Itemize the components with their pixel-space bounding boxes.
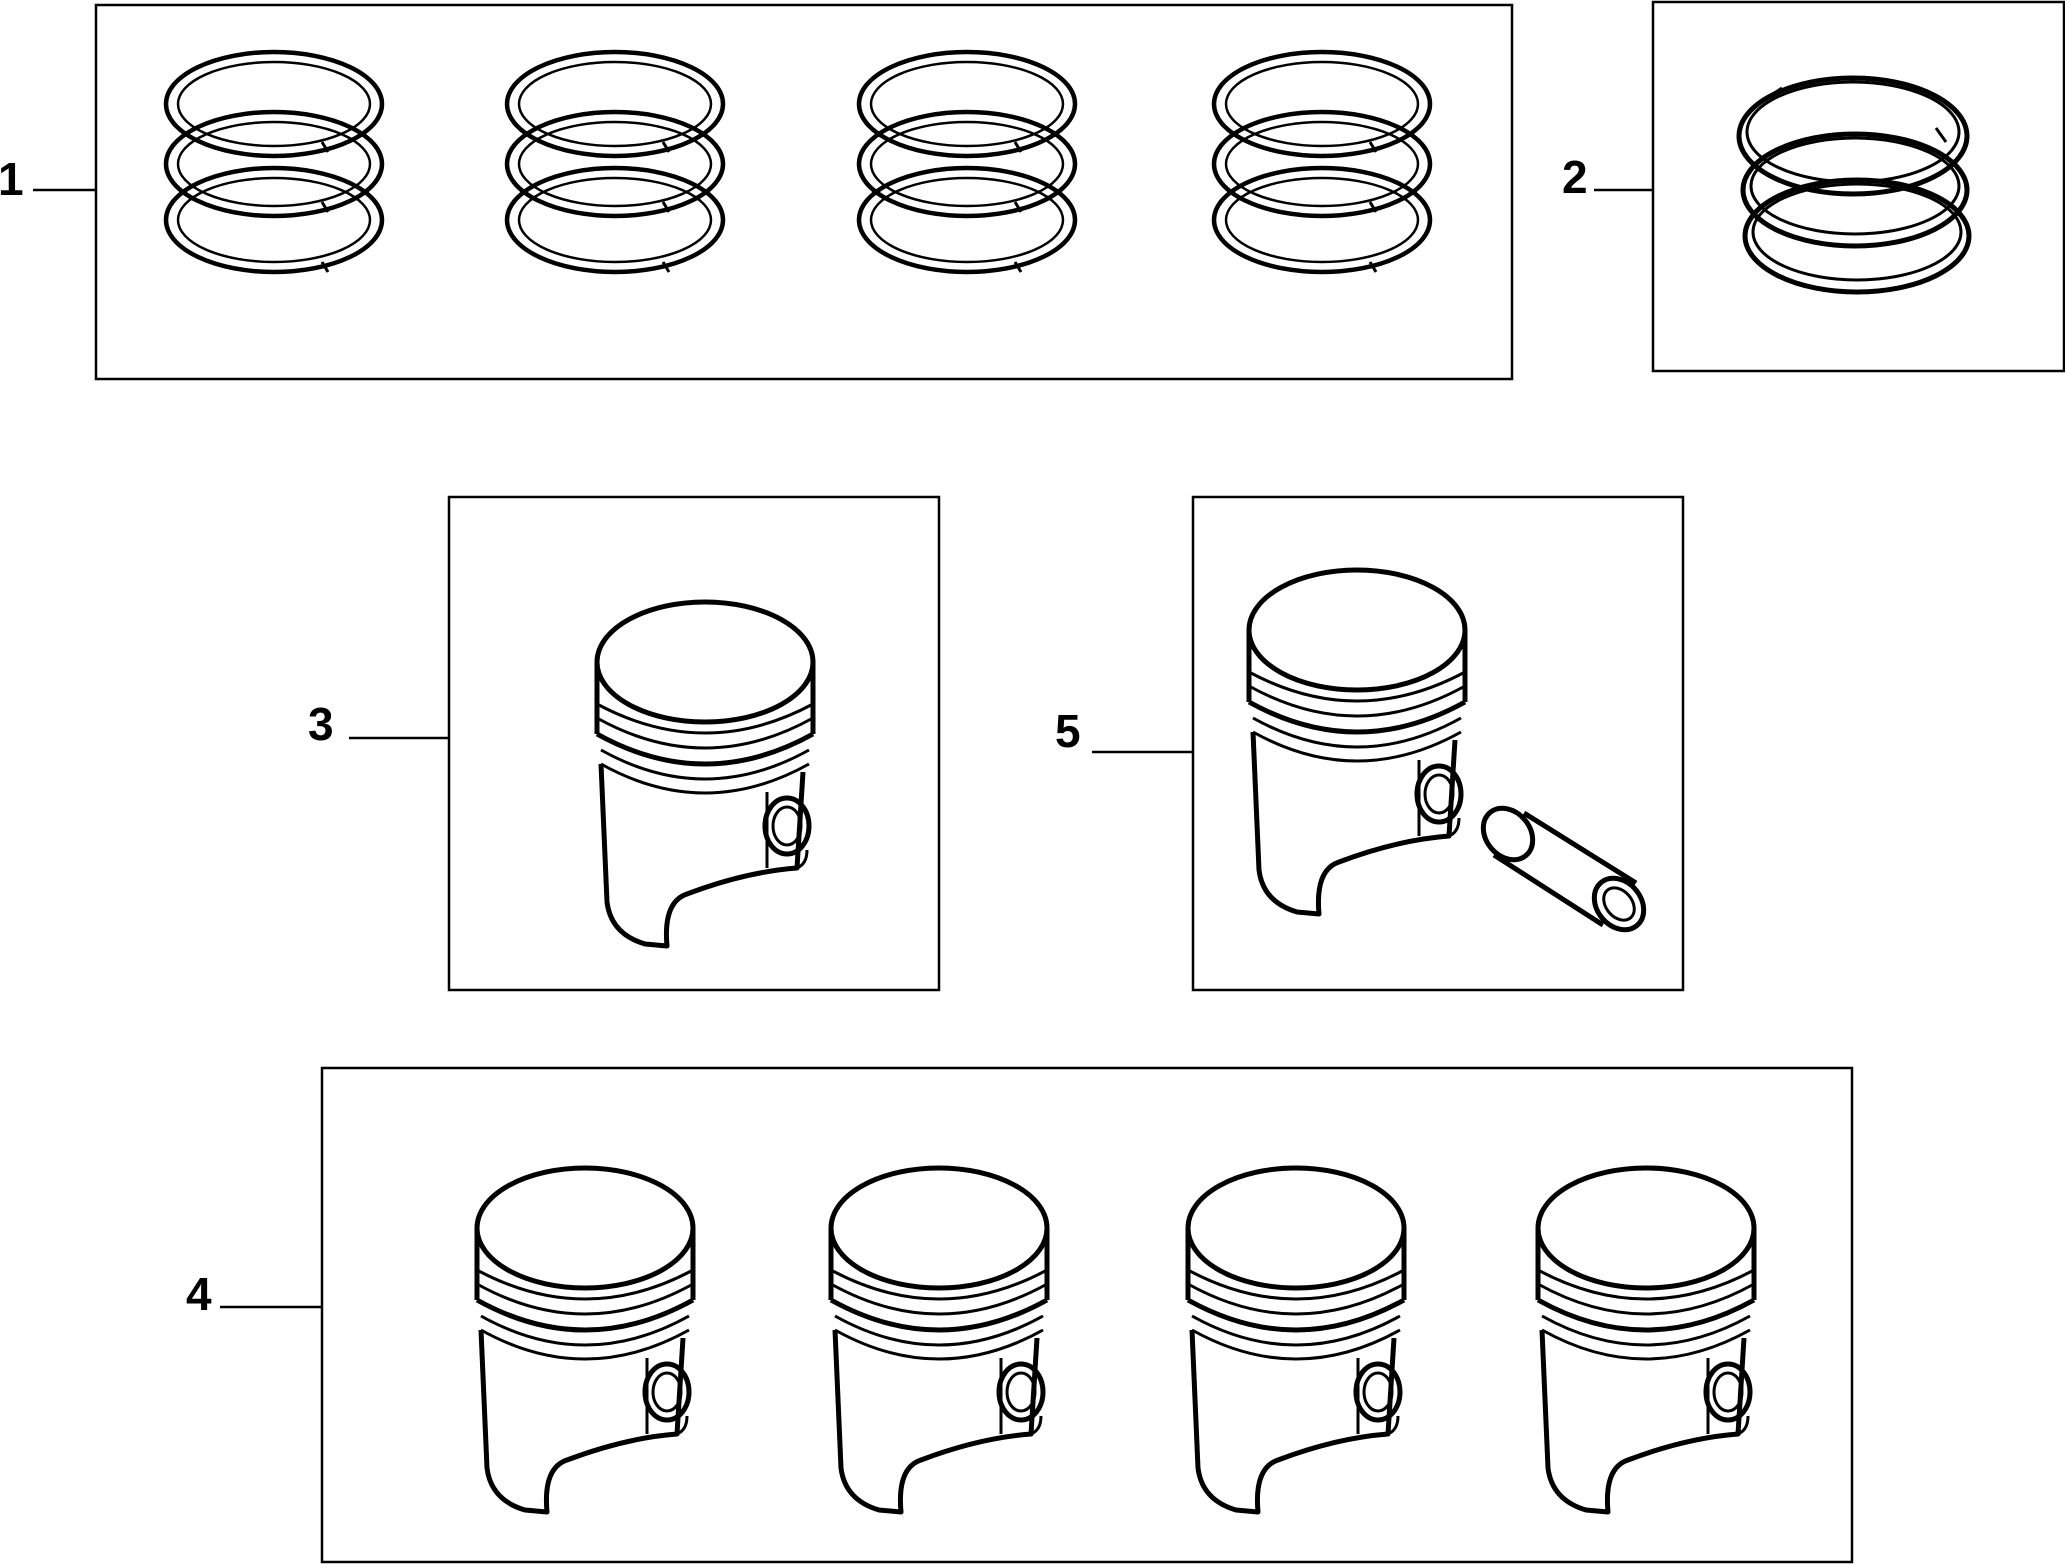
piston-icon <box>477 1168 1754 1512</box>
group-3-piston: 3 <box>308 495 941 992</box>
callout-3[interactable]: 3 <box>308 698 334 750</box>
callout-5[interactable]: 5 <box>1055 705 1081 757</box>
group-1-piston-rings-x4: 1 <box>0 3 1514 381</box>
piston-icon <box>1249 570 1465 914</box>
callout-1[interactable]: 1 <box>0 153 24 205</box>
group-4-piston-set-x4: 4 <box>186 1066 1854 1564</box>
ring-set-icon <box>1736 75 1972 295</box>
piston-icon <box>597 602 813 946</box>
callout-4[interactable]: 4 <box>186 1268 212 1320</box>
ring-set-icon <box>166 52 1430 272</box>
callout-2[interactable]: 2 <box>1562 151 1588 203</box>
group-2-piston-rings: 2 <box>1562 0 2065 373</box>
piston-pin-icon <box>1480 805 1647 933</box>
group-5-piston-with-pin: 5 <box>1055 495 1685 992</box>
